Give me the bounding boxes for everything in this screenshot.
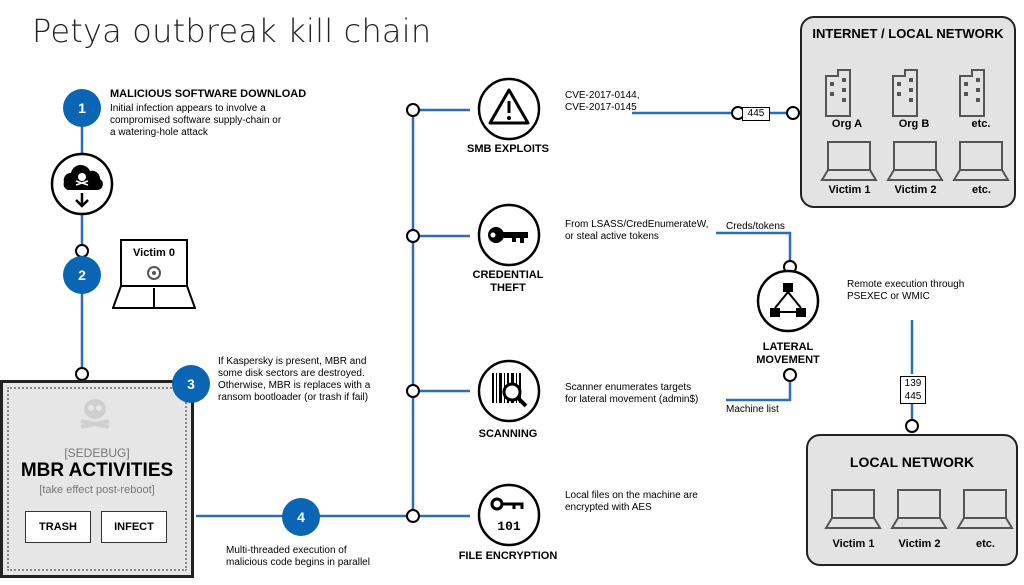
org-b-label: Org B bbox=[898, 118, 930, 130]
smb-label: SMB EXPLOITS bbox=[467, 143, 549, 155]
skull-icon bbox=[80, 399, 110, 429]
cred-label: CREDENTIAL THEFT bbox=[472, 269, 544, 294]
local-victim2-label: Victim 2 bbox=[898, 538, 941, 550]
victim0-laptop-icon bbox=[112, 239, 196, 309]
infect-box: INFECT bbox=[101, 511, 167, 543]
local-victim-etc-label: etc. bbox=[976, 538, 995, 550]
mbr-dotted-border bbox=[7, 387, 187, 571]
mbr-note: If Kaspersky is present, MBR and some di… bbox=[218, 356, 371, 403]
barcode-scan-icon bbox=[477, 359, 541, 423]
page-title: Petya outbreak kill chain bbox=[32, 12, 432, 50]
internet-network-box: INTERNET / LOCAL NETWORK Org A Org B etc… bbox=[800, 16, 1016, 208]
machine-list-label: Machine list bbox=[726, 404, 779, 415]
victim0-label: Victim 0 bbox=[133, 247, 175, 259]
scan-text: Scanner enumerates targets for lateral m… bbox=[565, 382, 699, 405]
mbr-subtitle: [take effect post-reboot] bbox=[39, 484, 155, 496]
port-139-445-box: 139 445 bbox=[900, 376, 926, 404]
local-network-box: LOCAL NETWORK Victim 1 Victim 2 etc. bbox=[806, 434, 1018, 566]
internet-title: INTERNET / LOCAL NETWORK bbox=[812, 26, 1004, 41]
step-3-badge: 3 bbox=[172, 365, 210, 403]
download-heading: MALICIOUS SOFTWARE DOWNLOAD bbox=[110, 88, 307, 100]
svg-text:101: 101 bbox=[497, 519, 521, 534]
step-2-badge: 2 bbox=[63, 256, 101, 294]
step-1-badge: 1 bbox=[63, 89, 101, 127]
port-445-box: 445 bbox=[742, 107, 770, 121]
net-victim2-label: Victim 2 bbox=[894, 184, 937, 196]
enc-text: Local files on the machine are encrypted… bbox=[565, 490, 698, 513]
enc-label: FILE ENCRYPTION bbox=[458, 550, 558, 562]
cred-text: From LSASS/CredEnumerateW, or steal acti… bbox=[565, 219, 709, 242]
local-title: LOCAL NETWORK bbox=[849, 454, 975, 470]
step-4-badge: 4 bbox=[282, 498, 320, 536]
mbr-box: [SEDEBUG] MBR ACTIVITIES [take effect po… bbox=[0, 380, 194, 578]
smb-cves: CVE-2017-0144, CVE-2017-0145 bbox=[565, 90, 640, 113]
key-icon bbox=[477, 203, 541, 267]
warning-icon bbox=[477, 77, 541, 141]
net-victim-etc-label: etc. bbox=[972, 184, 991, 196]
creds-tokens-label: Creds/tokens bbox=[726, 221, 785, 232]
trash-box: TRASH bbox=[25, 511, 91, 543]
local-laptop-icons bbox=[824, 489, 1014, 529]
encryption-icon: 101 bbox=[477, 483, 541, 547]
org-a-label: Org A bbox=[831, 118, 863, 130]
parallel-text: Multi-threaded execution of malicious co… bbox=[226, 545, 370, 568]
mbr-sedebug: [SEDEBUG] bbox=[64, 446, 130, 460]
local-victim1-label: Victim 1 bbox=[832, 538, 875, 550]
remote-exec-text: Remote execution through PSEXEC or WMIC bbox=[847, 279, 965, 302]
org-etc-label: etc. bbox=[971, 118, 991, 130]
cloud-skull-icon bbox=[50, 152, 114, 216]
network-icon bbox=[756, 269, 820, 333]
lateral-label: LATERAL MOVEMENT bbox=[756, 341, 820, 366]
org-building-icons bbox=[825, 69, 985, 117]
net-victim1-label: Victim 1 bbox=[828, 184, 871, 196]
scan-label: SCANNING bbox=[478, 428, 538, 440]
download-text: Initial infection appears to involve a c… bbox=[110, 103, 282, 138]
victim-laptop-icons bbox=[820, 141, 1010, 181]
mbr-title: MBR ACTIVITIES bbox=[20, 460, 174, 481]
